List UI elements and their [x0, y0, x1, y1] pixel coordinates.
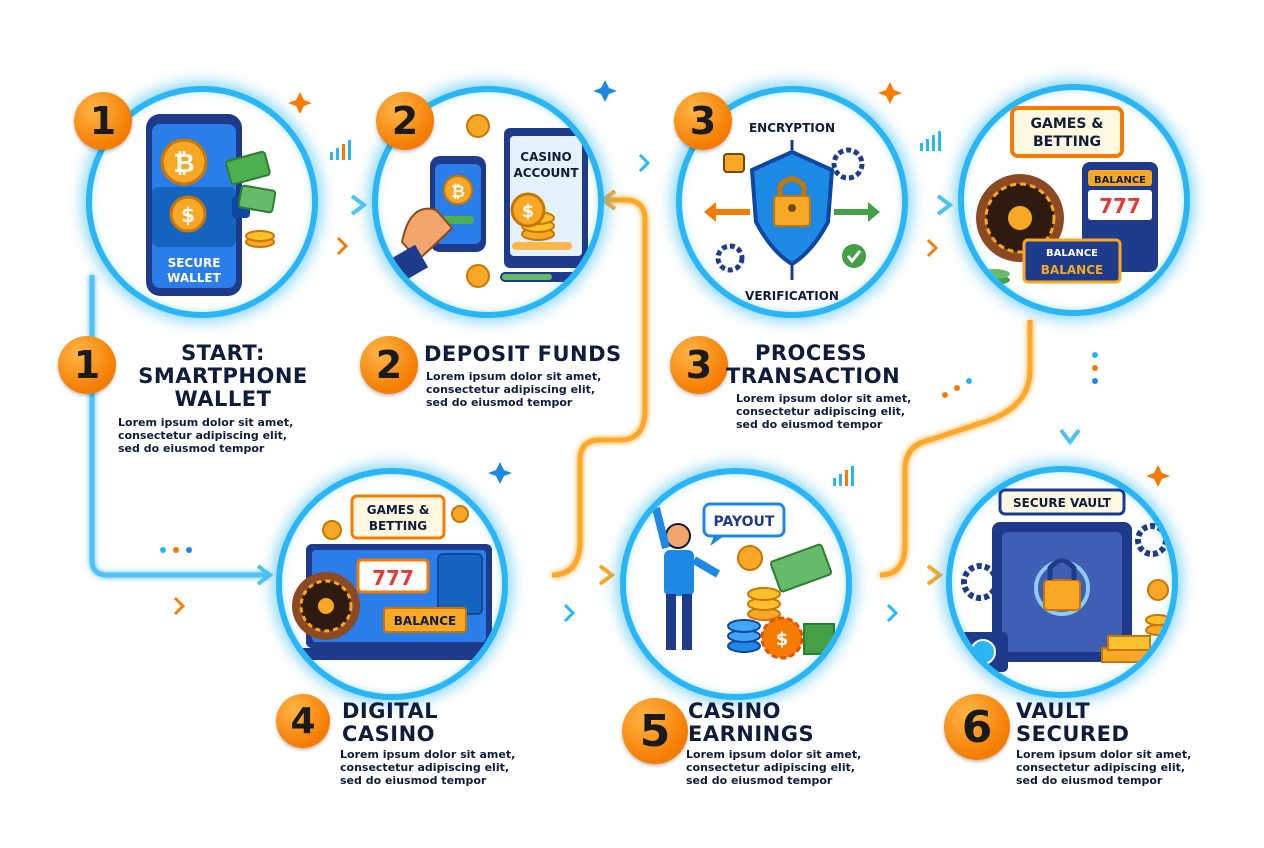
- connector-orange-up-2: [879, 320, 1033, 578]
- casino-earnings-illustration: PAYOUT $: [652, 502, 835, 660]
- svg-text:₿: ₿: [173, 149, 194, 179]
- step-badge-4-circle: 4: [276, 694, 330, 748]
- casino-balance-label: BALANCE: [394, 614, 456, 628]
- decor-chevrons: [173, 153, 939, 623]
- payout-label: PAYOUT: [714, 514, 775, 530]
- step-2-description: Lorem ipsum dolor sit amet, consectetur …: [426, 370, 602, 409]
- step-6-description: Lorem ipsum dolor sit amet, consectetur …: [1016, 748, 1192, 787]
- step-5-title: CASINO EARNINGS: [688, 699, 815, 746]
- casino-betting-label: BETTING: [369, 519, 427, 533]
- step-badge-1-top: 1: [74, 92, 132, 150]
- gear-icon: [831, 147, 865, 181]
- smartphone-wallet-illustration: ₿ $ SECURE WALLET: [146, 114, 277, 296]
- check-icon: [846, 250, 862, 264]
- vault-lock-icon: [1043, 579, 1081, 611]
- connector-orange-up: [551, 197, 648, 578]
- secure-label: SECURE: [168, 256, 221, 270]
- step-badge-3-label: 3: [670, 336, 728, 394]
- circle-games-betting: GAMES & BETTING BALANCE 777 BALANCE BALA…: [958, 84, 1190, 316]
- step-4-title: DIGITAL CASINO: [342, 699, 439, 746]
- betting-label: BETTING: [1033, 134, 1101, 150]
- step-4-description: Lorem ipsum dolor sit amet, consectetur …: [340, 748, 516, 787]
- decor-bars: [330, 131, 941, 486]
- person-icon: [665, 523, 691, 549]
- step-badge-6-circle: 6: [944, 694, 1010, 760]
- svg-text:$: $: [522, 201, 535, 222]
- games-betting-illustration: GAMES & BETTING BALANCE 777 BALANCE BALA…: [976, 106, 1158, 285]
- step-badge-3-top: 3: [674, 92, 732, 150]
- step-2-title: DEPOSIT FUNDS: [424, 342, 622, 366]
- step-1-title: START: SMARTPHONE WALLET: [138, 341, 308, 411]
- digital-casino-illustration: GAMES & BETTING 777 BALANCE: [290, 494, 498, 660]
- slot-777: 777: [1099, 194, 1141, 218]
- svg-text:$: $: [181, 203, 195, 227]
- balance-label-1: BALANCE: [1046, 248, 1098, 259]
- bitcoin-coin-icon: [160, 138, 208, 186]
- vault-illustration: SECURE VAULT: [958, 488, 1171, 672]
- circle-smartphone-wallet: ₿ $ SECURE WALLET: [86, 86, 318, 318]
- slot-balance-label: BALANCE: [1094, 175, 1146, 186]
- step-6-title: VAULT SECURED: [1016, 699, 1130, 746]
- circle-vault-secured: SECURE VAULT: [946, 466, 1178, 698]
- svg-text:₿: ₿: [451, 182, 465, 202]
- encryption-illustration: ENCRYPTION VERIFICATION: [704, 121, 880, 303]
- svg-text:$: $: [776, 629, 789, 650]
- casino-games-label: GAMES &: [367, 503, 430, 517]
- connector-1-4: [89, 275, 268, 578]
- account-label: ACCOUNT: [513, 166, 579, 180]
- step-badge-5-circle: 5: [622, 698, 688, 764]
- games-label: GAMES &: [1031, 116, 1104, 132]
- decor-dots: [160, 352, 1098, 553]
- secure-vault-label: SECURE VAULT: [1013, 496, 1112, 510]
- step-badge-2-label: 2: [360, 336, 418, 394]
- casino-777: 777: [372, 566, 414, 590]
- balance-label-2: BALANCE: [1041, 263, 1103, 277]
- decor-sparkles: [288, 80, 1170, 487]
- step-5-description: Lorem ipsum dolor sit amet, consectetur …: [686, 748, 862, 787]
- step-badge-1-label: 1: [58, 336, 116, 394]
- dollar-coin-icon: [169, 195, 207, 233]
- encryption-label: ENCRYPTION: [749, 121, 835, 135]
- step-1-description: Lorem ipsum dolor sit amet, consectetur …: [118, 416, 294, 455]
- step-badge-2-top: 2: [376, 92, 434, 150]
- step-3-description: Lorem ipsum dolor sit amet, consectetur …: [736, 392, 912, 431]
- circle-digital-casino: GAMES & BETTING 777 BALANCE: [276, 468, 508, 700]
- verification-label: VERIFICATION: [745, 289, 839, 303]
- step-3-title: PROCESS TRANSACTION: [726, 341, 901, 388]
- wallet-label: WALLET: [167, 271, 221, 285]
- circle-casino-earnings: PAYOUT $: [620, 468, 852, 700]
- lock-icon: [723, 153, 745, 173]
- circle-process-transaction: ENCRYPTION VERIFICATION: [676, 86, 908, 318]
- casino-label: CASINO: [520, 150, 571, 164]
